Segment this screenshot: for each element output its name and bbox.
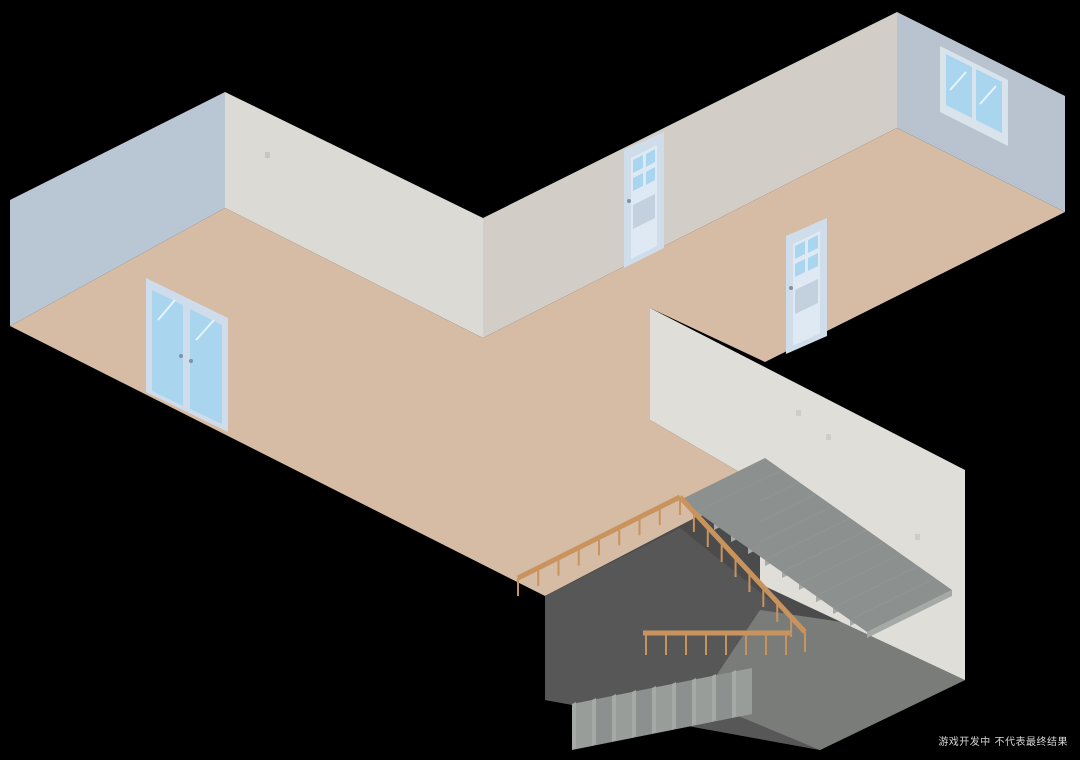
stair-step-riser: [867, 590, 952, 638]
stair-step-lower: [692, 676, 712, 726]
door-handle-icon: [179, 354, 183, 358]
corridor-back-wall: [483, 12, 897, 338]
stair-step-lower-riser: [732, 670, 736, 718]
wall-socket-icon: [915, 534, 920, 540]
wall-socket-icon: [265, 152, 270, 158]
door-handle-icon: [189, 359, 193, 363]
stair-step-tread: [850, 578, 952, 632]
stair-step-tread: [714, 482, 816, 536]
door-knob-icon: [627, 199, 631, 203]
left-room-outer-wall: [10, 92, 225, 326]
stair-step-tread: [816, 554, 918, 608]
paneled-door-right-room[interactable]: [786, 218, 827, 354]
stair-step-lower: [572, 700, 592, 750]
stair-step-lower: [612, 692, 632, 742]
stair-step-lower: [712, 672, 732, 722]
stair-step-lower: [652, 684, 672, 734]
stair-step-lower-riser: [712, 674, 716, 722]
lower-stair-flight: [572, 668, 752, 750]
stair-step-lower: [632, 688, 652, 738]
stair-step-lower-riser: [672, 682, 676, 730]
upper-stair-flight: [680, 458, 952, 638]
stair-step-tread: [833, 566, 935, 620]
railing-lower: [643, 630, 790, 655]
stair-step-lower-riser: [652, 686, 656, 734]
stair-step-lower-riser: [692, 678, 696, 726]
window-right-room[interactable]: [940, 46, 1008, 146]
stair-step-lower-riser: [592, 698, 596, 746]
door-knob-icon: [789, 286, 793, 290]
stair-step-lower: [732, 668, 752, 718]
wall-socket-icon: [826, 434, 831, 440]
stair-step-tread: [731, 494, 833, 548]
stair-step-tread: [748, 506, 850, 560]
double-glass-door[interactable]: [146, 278, 228, 432]
stair-step-lower: [672, 680, 692, 730]
paneled-door-corridor[interactable]: [624, 132, 664, 268]
stair-step-lower-riser: [612, 694, 616, 742]
stair-step-tread: [799, 542, 901, 596]
stair-step-tread: [680, 458, 782, 512]
stair-step-tread: [782, 530, 884, 584]
railing-upper-edge: [516, 494, 807, 652]
left-room-back-wall: [225, 92, 483, 338]
stair-step-tread: [697, 470, 799, 524]
stair-step-lower-riser: [572, 702, 576, 750]
stair-step-lower: [592, 696, 612, 746]
stair-step-lower-riser: [632, 690, 636, 738]
dev-disclaimer-caption: 游戏开发中 不代表最终结果: [938, 737, 1068, 748]
wall-socket-icon: [796, 410, 801, 416]
stair-step-tread: [765, 518, 867, 572]
